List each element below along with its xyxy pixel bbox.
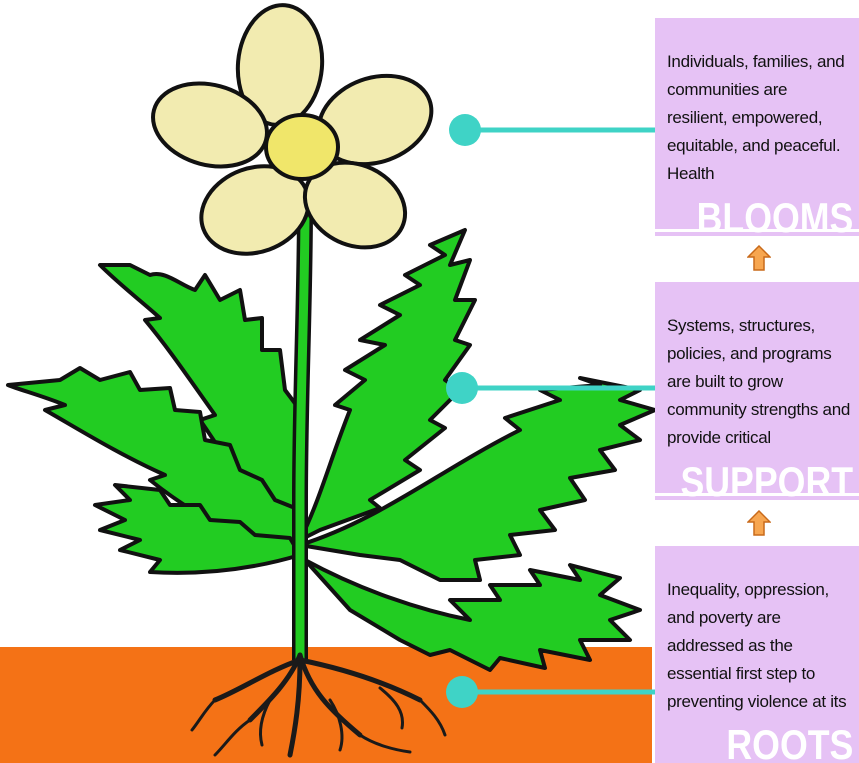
plant-leaves (6, 228, 657, 672)
support-text: Systems, structures, policies, and progr… (667, 316, 851, 447)
roots-illustration (190, 652, 447, 758)
blooms-text: Individuals, families, and communities a… (667, 52, 845, 183)
leaf-bottom-right (303, 558, 642, 672)
connector-roots-dot (446, 676, 478, 708)
up-arrow-icon (747, 245, 771, 271)
leaf-bottom-left (93, 483, 302, 575)
roots-box: Inequality, oppression, and poverty are … (655, 546, 859, 763)
blooms-word: BLOOMS (696, 194, 853, 236)
support-divider (655, 493, 859, 496)
up-arrow-icon (747, 510, 771, 536)
flower (151, 3, 434, 256)
connectors (446, 114, 656, 708)
leaf-right-upper (298, 228, 477, 542)
roots-word: ROOTS (726, 721, 853, 763)
connector-blooms-dot (449, 114, 481, 146)
blooms-box: Individuals, families, and communities a… (655, 18, 859, 236)
flower-center (264, 113, 340, 181)
petal-bottom-right (302, 160, 408, 250)
stem-fill (295, 204, 310, 660)
support-box: Systems, structures, policies, and progr… (655, 282, 859, 500)
support-word: SUPPORT (680, 458, 853, 500)
blooms-divider (655, 229, 859, 232)
roots-text: Inequality, oppression, and poverty are … (667, 580, 847, 711)
connector-support-dot (446, 372, 478, 404)
